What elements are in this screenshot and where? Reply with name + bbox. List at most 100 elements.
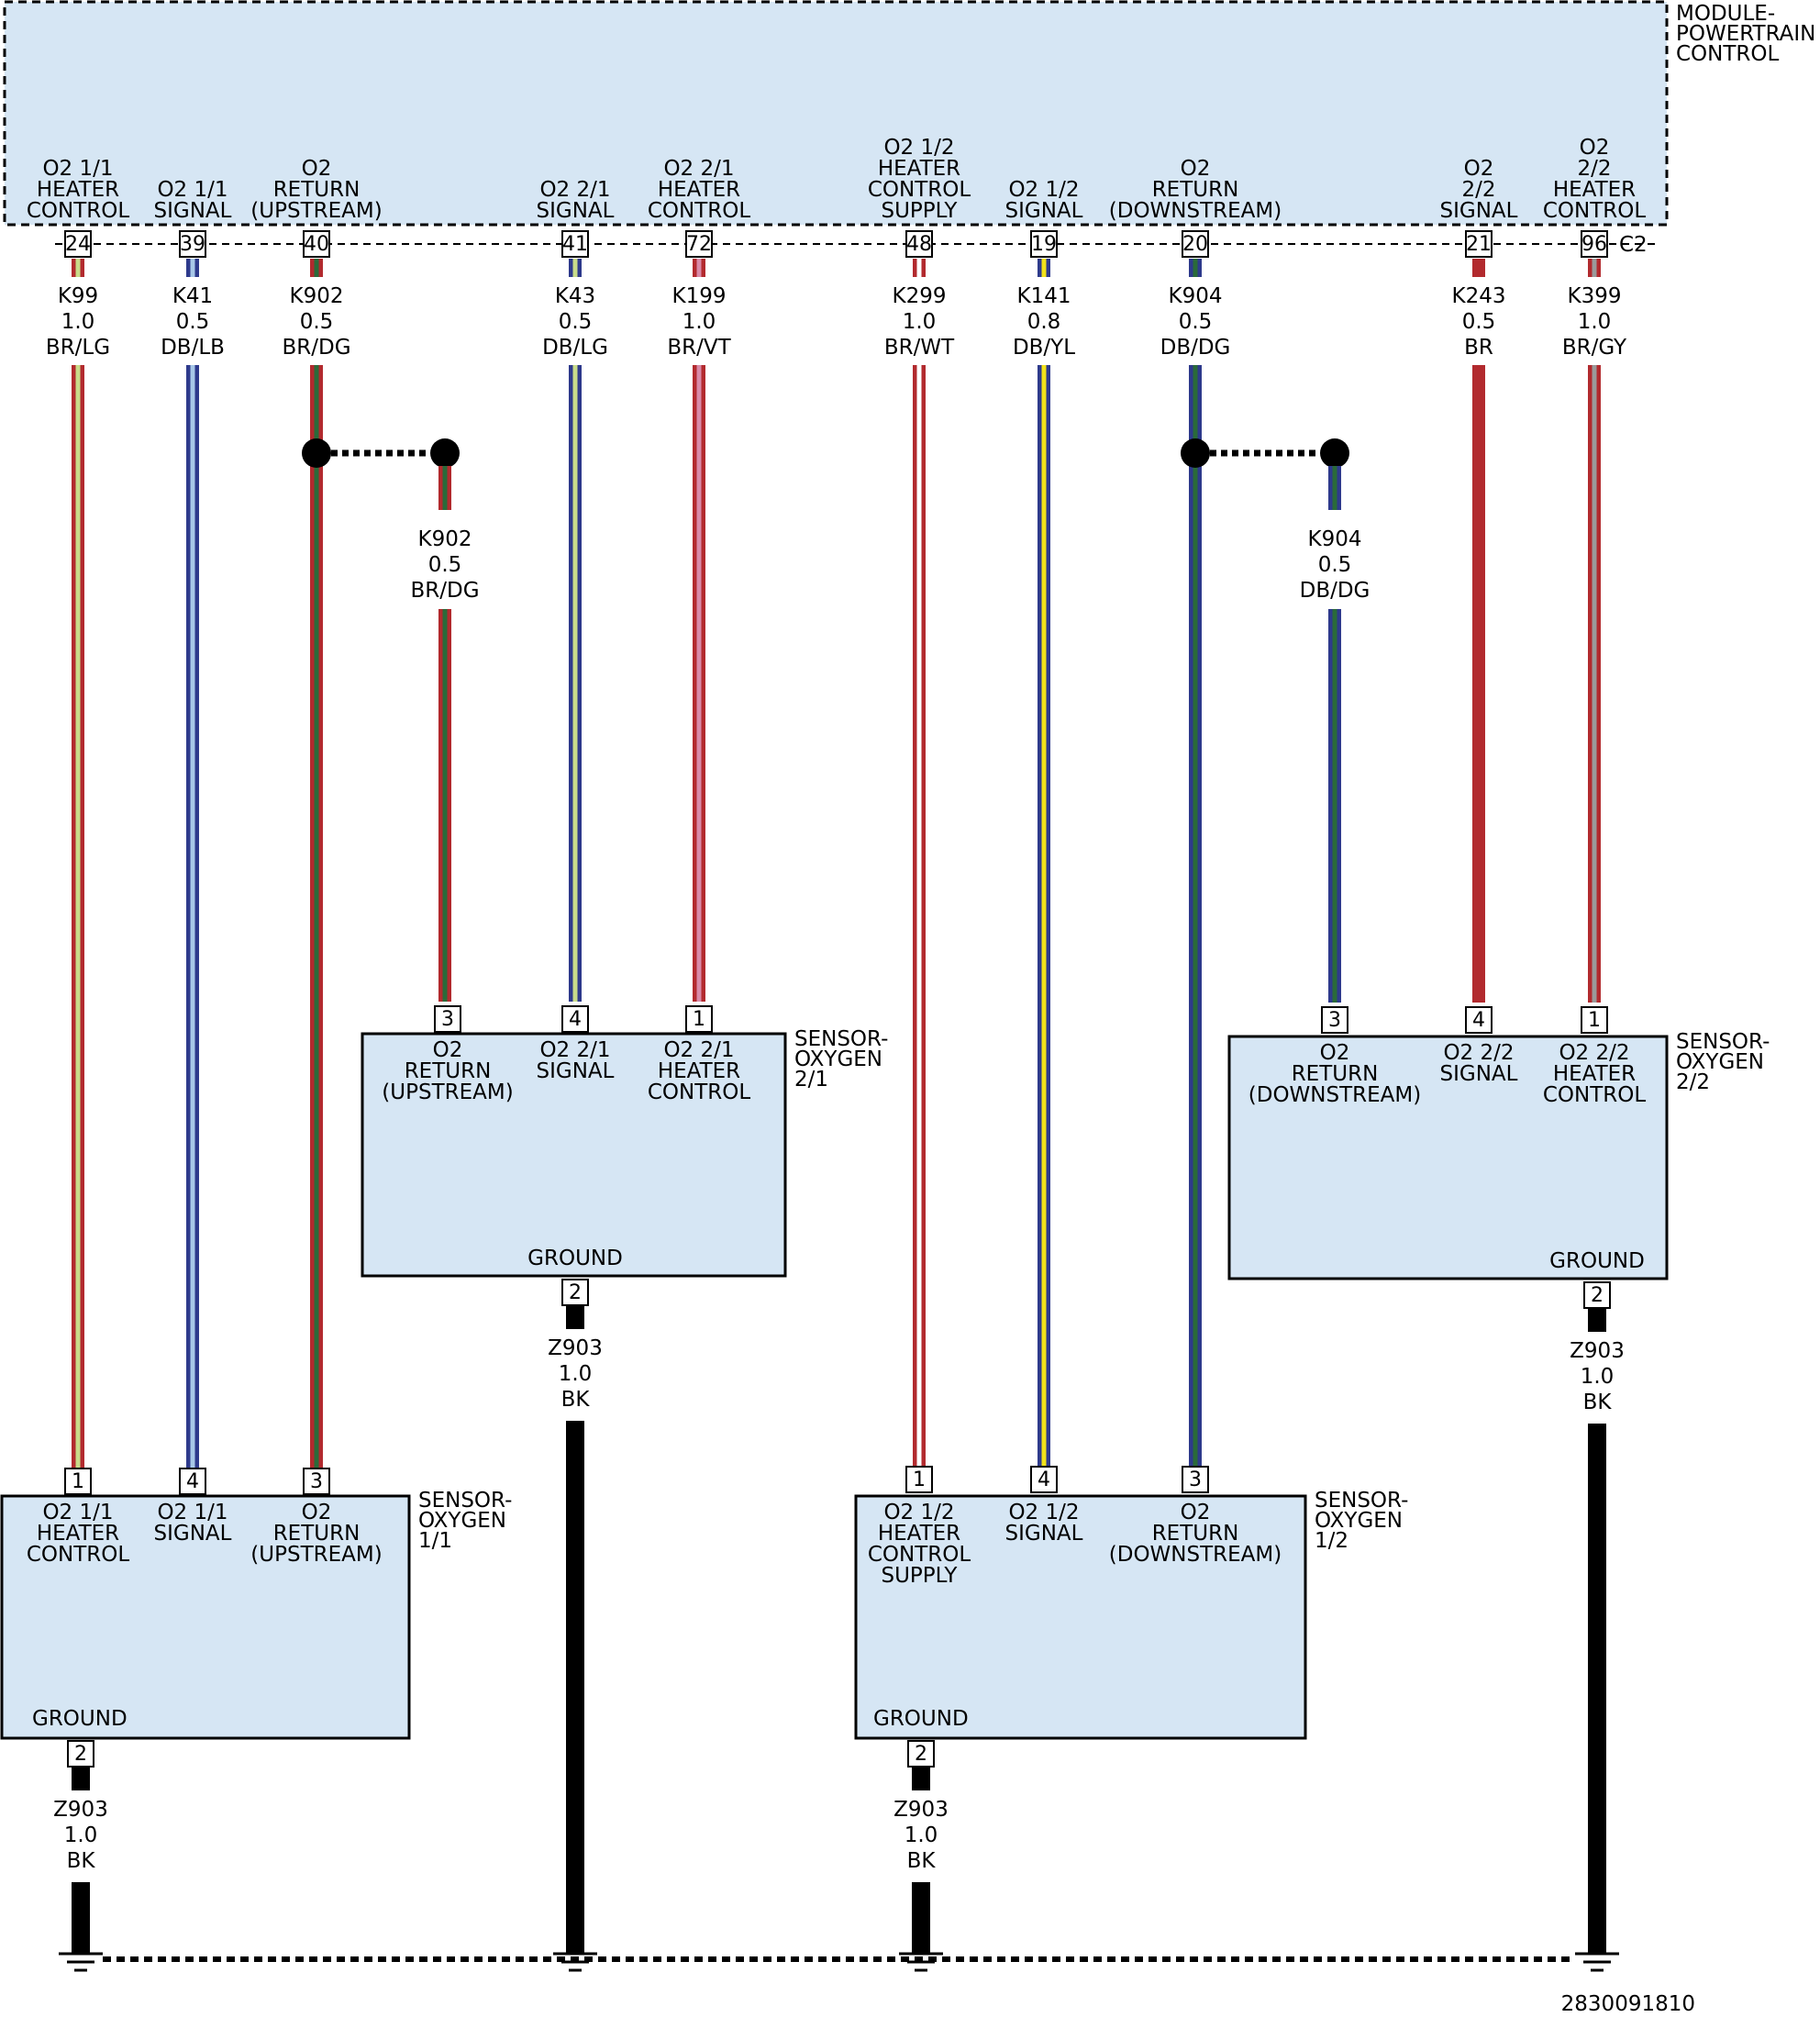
wire-k43-label-gauge: 0.5 — [559, 310, 593, 334]
module-pin-box — [64, 230, 92, 258]
module-pin-label: RETURN — [273, 178, 361, 202]
module-name: MODULE- — [1676, 2, 1775, 26]
splice-dot — [1320, 438, 1349, 468]
module-pin-label: O2 — [1580, 136, 1610, 160]
wire-k299-label-circuit: K299 — [893, 284, 947, 308]
module-pin: 41 — [562, 233, 588, 256]
sensor-oxygen-1-1-pin-label: O2 — [302, 1501, 332, 1524]
sensor-oxygen-1-2-pin-label: CONTROL — [868, 1543, 971, 1567]
module-pin-box — [179, 230, 206, 258]
sensor-oxygen-1-2-name: 1/2 — [1315, 1529, 1348, 1553]
sensor-oxygen-1-1-pin-box — [179, 1468, 206, 1495]
module-pin-label: 2/2 — [1577, 157, 1611, 181]
module-pin-label: CONTROL — [648, 199, 751, 223]
module-pin-box — [1030, 230, 1058, 258]
module-pin-box — [905, 230, 933, 258]
ground-wire-z903-gauge: 1.0 — [904, 1823, 938, 1847]
splice-wire-k902-label-color: BR/DG — [410, 579, 479, 603]
wire-k141-label-color: DB/YL — [1013, 336, 1075, 360]
module-pin-label: CONTROL — [868, 178, 971, 202]
ground-wire-z903-color: BK — [67, 1849, 96, 1873]
module-pin-label: O2 — [1464, 157, 1494, 181]
wire-k243-label-gauge: 0.5 — [1462, 310, 1496, 334]
sensor-oxygen-1-1-pin-label: CONTROL — [27, 1543, 130, 1567]
module-pin-box — [561, 230, 589, 258]
sensor-oxygen-2-1-ground-pin: 2 — [569, 1281, 582, 1304]
sensor-oxygen-1-1-name: SENSOR- — [418, 1489, 512, 1513]
sensor-oxygen-2-1-pin: 4 — [569, 1008, 582, 1031]
sensor-oxygen-1-1-pin-label: SIGNAL — [154, 1522, 232, 1546]
module-pin-box — [1465, 230, 1493, 258]
sensor-oxygen-1-2-pin: 3 — [1189, 1468, 1202, 1491]
module-pin: 96 — [1581, 233, 1607, 256]
sensor-oxygen-2-2-pin-label: RETURN — [1292, 1062, 1379, 1086]
module-pin-label: HEATER — [878, 157, 960, 181]
ground-wire-z903 — [912, 1882, 930, 1954]
sensor-oxygen-1-2-pin-label: O2 1/2 — [1008, 1501, 1079, 1524]
ground-wire-z903 — [566, 1421, 584, 1954]
wire-k904-label-gauge: 0.5 — [1179, 310, 1213, 334]
splice-wire-k904-label-circuit: K904 — [1308, 527, 1362, 551]
ground-wire-z903 — [566, 1305, 584, 1329]
ground-wire-z903-gauge: 1.0 — [559, 1362, 593, 1386]
ground-wire-z903-circuit: Z903 — [548, 1336, 603, 1360]
sensor-oxygen-1-2-pin-label: O2 — [1181, 1501, 1211, 1524]
sensor-oxygen-1-2-pin-label: RETURN — [1152, 1522, 1239, 1546]
module-pin-label: O2 1/1 — [157, 178, 228, 202]
wire-k141-label-gauge: 0.8 — [1027, 310, 1061, 334]
sensor-oxygen-1-1-name: 1/1 — [418, 1529, 452, 1553]
ground-wire-z903-circuit: Z903 — [893, 1798, 949, 1822]
wire-k43-stripe — [572, 259, 578, 277]
sensor-oxygen-2-2-pin-box — [1581, 1006, 1608, 1034]
sensor-oxygen-2-1-pin: 3 — [441, 1008, 454, 1031]
wire-k41-stripe — [190, 365, 195, 1468]
module-pin-box — [303, 230, 330, 258]
connector-c2-label: C2 — [1619, 233, 1648, 257]
sensor-oxygen-2-2-pin-label: O2 2/2 — [1443, 1041, 1514, 1065]
sensor-oxygen-1-1-name: OXYGEN — [418, 1509, 506, 1533]
wire-k99-label-gauge: 1.0 — [61, 310, 95, 334]
sensor-oxygen-2-1-name: SENSOR- — [794, 1027, 888, 1051]
wire-k43-label-color: DB/LG — [542, 336, 608, 360]
wire-k399-stripe — [1592, 259, 1597, 277]
wire-k399-stripe — [1592, 365, 1597, 1003]
sensor-oxygen-2-1-name: 2/1 — [794, 1068, 828, 1092]
sensor-oxygen-2-2-name: SENSOR- — [1676, 1030, 1770, 1054]
wire-k41-label-color: DB/LB — [161, 336, 225, 360]
sensor-oxygen-2-1-pin-label: O2 2/1 — [663, 1038, 734, 1062]
sensor-oxygen-2-2-pin-label: CONTROL — [1543, 1083, 1647, 1107]
module-pin: 20 — [1182, 233, 1208, 256]
module-pin-label: O2 2/1 — [663, 157, 734, 181]
sensor-oxygen-1-2-pin: 4 — [1038, 1468, 1050, 1491]
sensor-oxygen-1-1-ground-pin: 2 — [74, 1743, 87, 1766]
sensor-oxygen-1-1-pin-label: RETURN — [273, 1522, 361, 1546]
sensor-oxygen-2-2 — [1227, 1035, 1669, 1280]
wire-k902-stripe — [314, 259, 319, 277]
wire-k141-label-circuit: K141 — [1017, 284, 1071, 308]
sensor-oxygen-2-1-ground-label: GROUND — [527, 1247, 623, 1270]
splice-wire-k904-stripe — [1332, 609, 1337, 1003]
module-pin-label: SIGNAL — [1440, 199, 1518, 223]
wire-k99-label-circuit: K99 — [58, 284, 98, 308]
wire-k199-stripe — [696, 365, 702, 1002]
module-pin-label: SIGNAL — [537, 199, 615, 223]
sensor-oxygen-2-2-ground-pin: 2 — [1591, 1284, 1604, 1307]
module-pin-label: O2 2/1 — [539, 178, 610, 202]
module-pin-label: HEATER — [37, 178, 119, 202]
wire-k399-label-color: BR/GY — [1562, 336, 1627, 360]
wire-k199-label-circuit: K199 — [672, 284, 727, 308]
wire-k299-label-gauge: 1.0 — [903, 310, 937, 334]
sensor-oxygen-2-1-pin-label: O2 2/1 — [539, 1038, 610, 1062]
sensor-oxygen-2-1-pin-label: (UPSTREAM) — [382, 1081, 513, 1104]
module-pin-label: RETURN — [1152, 178, 1239, 202]
splice-dot — [1181, 438, 1210, 468]
sensor-oxygen-1-2-pin-box — [1030, 1466, 1058, 1493]
sensor-oxygen-2-2-pin-label: (DOWNSTREAM) — [1248, 1083, 1421, 1107]
sensor-oxygen-2-2-pin: 3 — [1328, 1009, 1341, 1032]
sensor-oxygen-2-1-pin-box — [434, 1005, 461, 1033]
module-pin: 24 — [65, 233, 91, 256]
module-name: POWERTRAIN — [1676, 22, 1815, 46]
wire-k904-stripe — [1193, 259, 1198, 277]
module-pin-label: CONTROL — [1543, 199, 1647, 223]
